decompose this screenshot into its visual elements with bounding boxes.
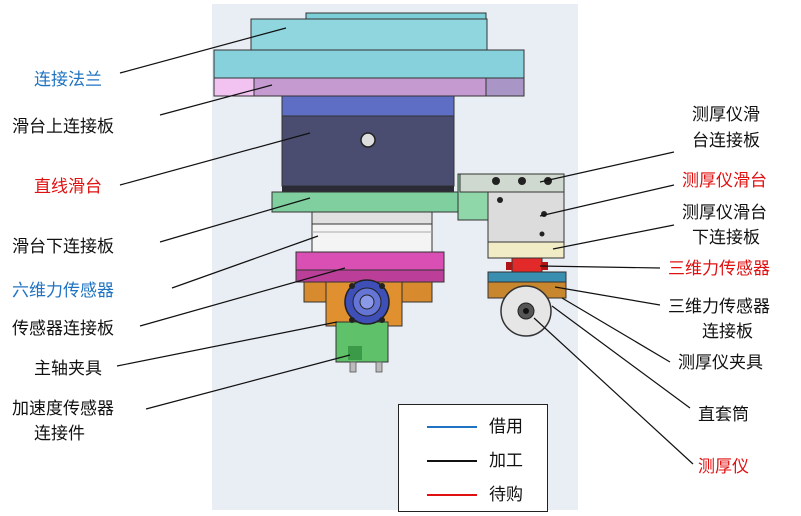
label-sensor-plate: 传感器连接板 xyxy=(12,319,114,339)
label-gauge-slide-lower-line2: 下连接板 xyxy=(692,228,760,248)
flange-part xyxy=(213,12,525,79)
legend-row-process: 加工 xyxy=(399,449,547,473)
legend-row-borrow: 借用 xyxy=(399,415,547,439)
label-accel-connector-line2: 连接件 xyxy=(34,424,85,444)
label-linear-slide: 直线滑台 xyxy=(34,177,102,197)
three-axis-sensor-part xyxy=(506,257,548,273)
label-sleeve: 直套筒 xyxy=(698,405,749,425)
label-gauge-fixture: 测厚仪夹具 xyxy=(678,353,763,373)
legend-box: 借用 加工 待购 xyxy=(398,404,548,512)
sensor-plate-part xyxy=(295,251,445,283)
label-gauge: 测厚仪 xyxy=(698,457,749,477)
label-flange: 连接法兰 xyxy=(34,70,102,90)
label-three-axis-sensor: 三维力传感器 xyxy=(668,259,770,279)
linear-slide-part xyxy=(281,95,455,192)
label-three-axis-plate-line1: 三维力传感器 xyxy=(668,297,770,317)
gauge-body-part xyxy=(500,285,552,337)
slide-upper-plate-part xyxy=(213,77,525,97)
legend-text-purchase: 待购 xyxy=(489,485,523,505)
legend-line-purchase xyxy=(427,494,477,496)
label-accel-connector-line1: 加速度传感器 xyxy=(12,399,114,419)
label-gauge-slide-plate-line1: 测厚仪滑 xyxy=(692,105,760,125)
gauge-slide-lower-plate-part xyxy=(487,241,565,259)
label-spindle-fixture: 主轴夹具 xyxy=(34,359,102,379)
label-slide-lower-plate: 滑台下连接板 xyxy=(12,237,114,257)
label-slide-upper-plate: 滑台上连接板 xyxy=(12,117,114,137)
leader-lines xyxy=(116,27,694,465)
gauge-slide-part xyxy=(487,191,565,243)
legend-row-purchase: 待购 xyxy=(399,483,547,507)
legend-text-process: 加工 xyxy=(489,451,523,471)
label-gauge-slide: 测厚仪滑台 xyxy=(682,171,767,191)
legend-line-borrow xyxy=(427,426,477,428)
label-gauge-slide-plate-line2: 台连接板 xyxy=(692,131,760,151)
legend-line-process xyxy=(427,460,477,462)
label-three-axis-plate-line2: 连接板 xyxy=(702,322,753,342)
label-six-axis-sensor: 六维力传感器 xyxy=(12,281,114,301)
six-axis-sensor-part xyxy=(311,211,433,253)
legend-text-borrow: 借用 xyxy=(489,417,523,437)
label-gauge-slide-lower-line1: 测厚仪滑台 xyxy=(682,203,767,223)
gauge-slide-plate-part xyxy=(459,173,565,193)
spindle-fixture-part xyxy=(303,279,433,373)
